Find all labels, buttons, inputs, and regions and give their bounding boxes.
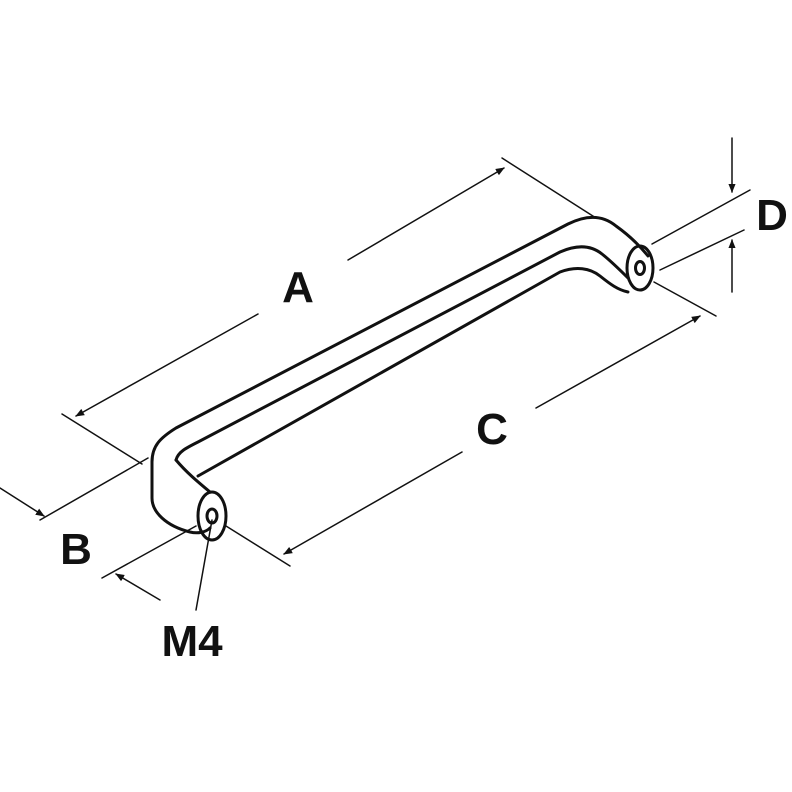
dimension-c-extension-left: [225, 525, 291, 567]
dimension-b-arrow-bottom: [115, 573, 161, 601]
dimension-d-extension-bottom: [659, 229, 745, 271]
dimension-a: A: [61, 157, 597, 465]
dimension-a-extension-right: [501, 157, 597, 219]
right-thread-hole: [634, 260, 646, 276]
dimension-c-label: C: [476, 405, 508, 454]
dimension-a-extension-left: [61, 413, 143, 465]
dimension-b-extension-bottom: [101, 525, 197, 579]
dimension-a-arrow-left: [75, 313, 259, 417]
thread-label: M4: [161, 617, 223, 666]
right-end-cap: [625, 244, 655, 292]
dimension-c-arrow-left: [283, 451, 463, 555]
dimension-d-extension-top: [651, 189, 751, 245]
handle-inner-edge: [174, 245, 630, 462]
thread-callout: M4: [161, 519, 223, 666]
handle-lower-edge: [196, 267, 630, 478]
thread-leader-line: [195, 519, 213, 611]
dimension-d: D: [651, 137, 788, 293]
left-end-cap: [196, 490, 228, 542]
dimension-d-label: D: [756, 191, 788, 240]
handle-left-leg-side: [174, 458, 212, 494]
dimension-b-extension-top: [39, 457, 149, 521]
handle-top-outline: [150, 216, 650, 464]
dimension-b: B: [0, 457, 197, 601]
handle-drawing: [150, 216, 655, 542]
dimension-a-label: A: [282, 263, 314, 312]
dimension-b-label: B: [60, 525, 92, 574]
dimension-b-arrow-top: [0, 487, 45, 517]
dimension-a-arrow-right: [347, 167, 505, 261]
handle-left-leg: [150, 460, 212, 535]
dimension-c: C: [225, 281, 717, 567]
dimension-c-arrow-right: [535, 315, 701, 409]
dimension-c-extension-right: [653, 281, 717, 317]
